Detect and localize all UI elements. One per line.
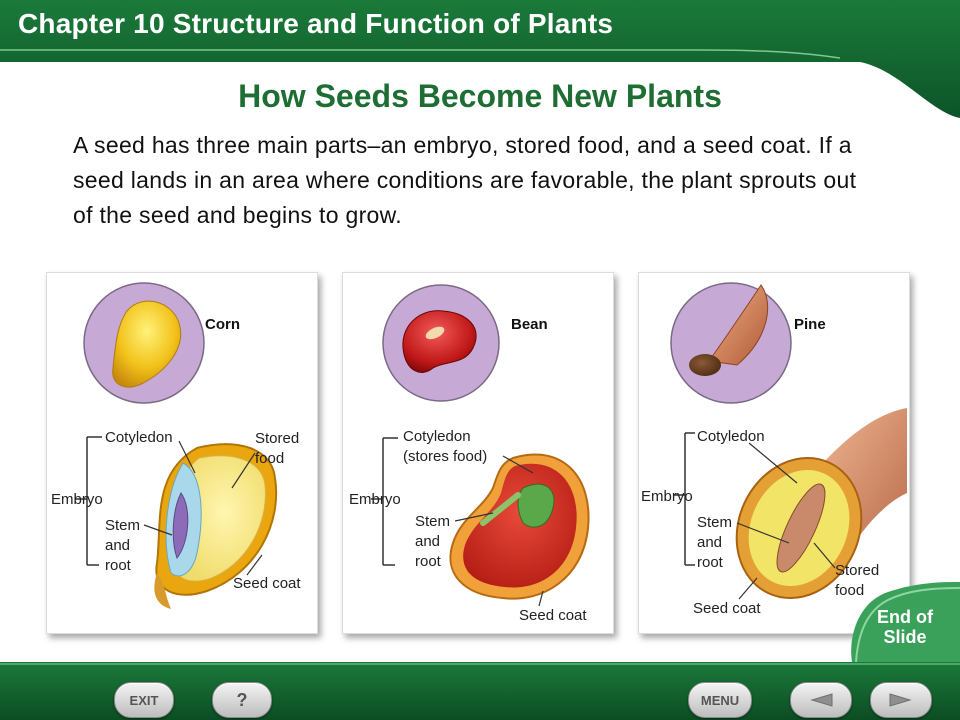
corn-cotyledon-label: Cotyledon bbox=[105, 429, 173, 446]
corn-and-label: and bbox=[105, 537, 130, 554]
header-band bbox=[0, 0, 960, 118]
corn-panel: Corn Cotyledon Embryo Stem and root Stor… bbox=[46, 272, 318, 634]
pine-seed-coat-label: Seed coat bbox=[693, 600, 761, 617]
corn-stored-label: Stored bbox=[255, 430, 299, 447]
bean-panel: Bean Cotyledon (stores food) Embryo Stem… bbox=[342, 272, 614, 634]
corn-illustration: Corn Cotyledon Embryo Stem and root Stor… bbox=[51, 282, 301, 609]
end-of-slide-text: End of Slide bbox=[850, 607, 960, 647]
corn-stem-label: Stem bbox=[105, 517, 140, 534]
pine-embryo-label: Embryo bbox=[641, 488, 693, 505]
pine-panel: Pine Cotyledon Embryo Stem and root Seed… bbox=[638, 272, 910, 634]
pine-food-label: food bbox=[835, 582, 864, 599]
bean-and-label: and bbox=[415, 533, 440, 550]
corn-food-label: food bbox=[255, 450, 284, 467]
end-of-slide-line1: End of bbox=[877, 607, 933, 627]
pine-name-label: Pine bbox=[794, 316, 826, 333]
left-arrow-icon bbox=[810, 693, 833, 707]
bean-name-label: Bean bbox=[511, 316, 548, 333]
right-arrow-icon bbox=[889, 693, 912, 707]
pine-stored-label: Stored bbox=[835, 562, 879, 579]
bean-stores-food-label: (stores food) bbox=[403, 448, 487, 465]
help-button[interactable]: ? bbox=[212, 682, 272, 718]
corn-name-label: Corn bbox=[205, 316, 240, 333]
next-button[interactable] bbox=[870, 682, 932, 718]
bean-root-label: root bbox=[415, 553, 442, 570]
corn-embryo-label: Embryo bbox=[51, 491, 103, 508]
menu-button[interactable]: MENU bbox=[688, 682, 752, 718]
exit-button[interactable]: EXIT bbox=[114, 682, 174, 718]
end-of-slide-line2: Slide bbox=[883, 627, 927, 647]
pine-illustration: Pine Cotyledon Embryo Stem and root Seed… bbox=[641, 282, 907, 617]
pine-root-label: root bbox=[697, 554, 724, 571]
corn-seed-coat-label: Seed coat bbox=[233, 575, 301, 592]
bean-illustration: Bean Cotyledon (stores food) Embryo Stem… bbox=[349, 284, 590, 624]
chapter-title: Chapter 10 Structure and Function of Pla… bbox=[18, 8, 614, 39]
previous-button[interactable] bbox=[790, 682, 852, 718]
bean-stem-label: Stem bbox=[415, 513, 450, 530]
pine-and-label: and bbox=[697, 534, 722, 551]
pine-stem-label: Stem bbox=[697, 514, 732, 531]
slide-title: How Seeds Become New Plants bbox=[238, 78, 722, 114]
bean-cotyledon-label: Cotyledon bbox=[403, 428, 471, 445]
end-of-slide-badge bbox=[851, 582, 960, 662]
pine-cotyledon-label: Cotyledon bbox=[697, 428, 765, 445]
corn-root-label: root bbox=[105, 557, 132, 574]
bean-embryo-label: Embryo bbox=[349, 491, 401, 508]
bean-seed-coat-label: Seed coat bbox=[519, 607, 587, 624]
body-text: A seed has three main parts–an embryo, s… bbox=[73, 132, 857, 228]
